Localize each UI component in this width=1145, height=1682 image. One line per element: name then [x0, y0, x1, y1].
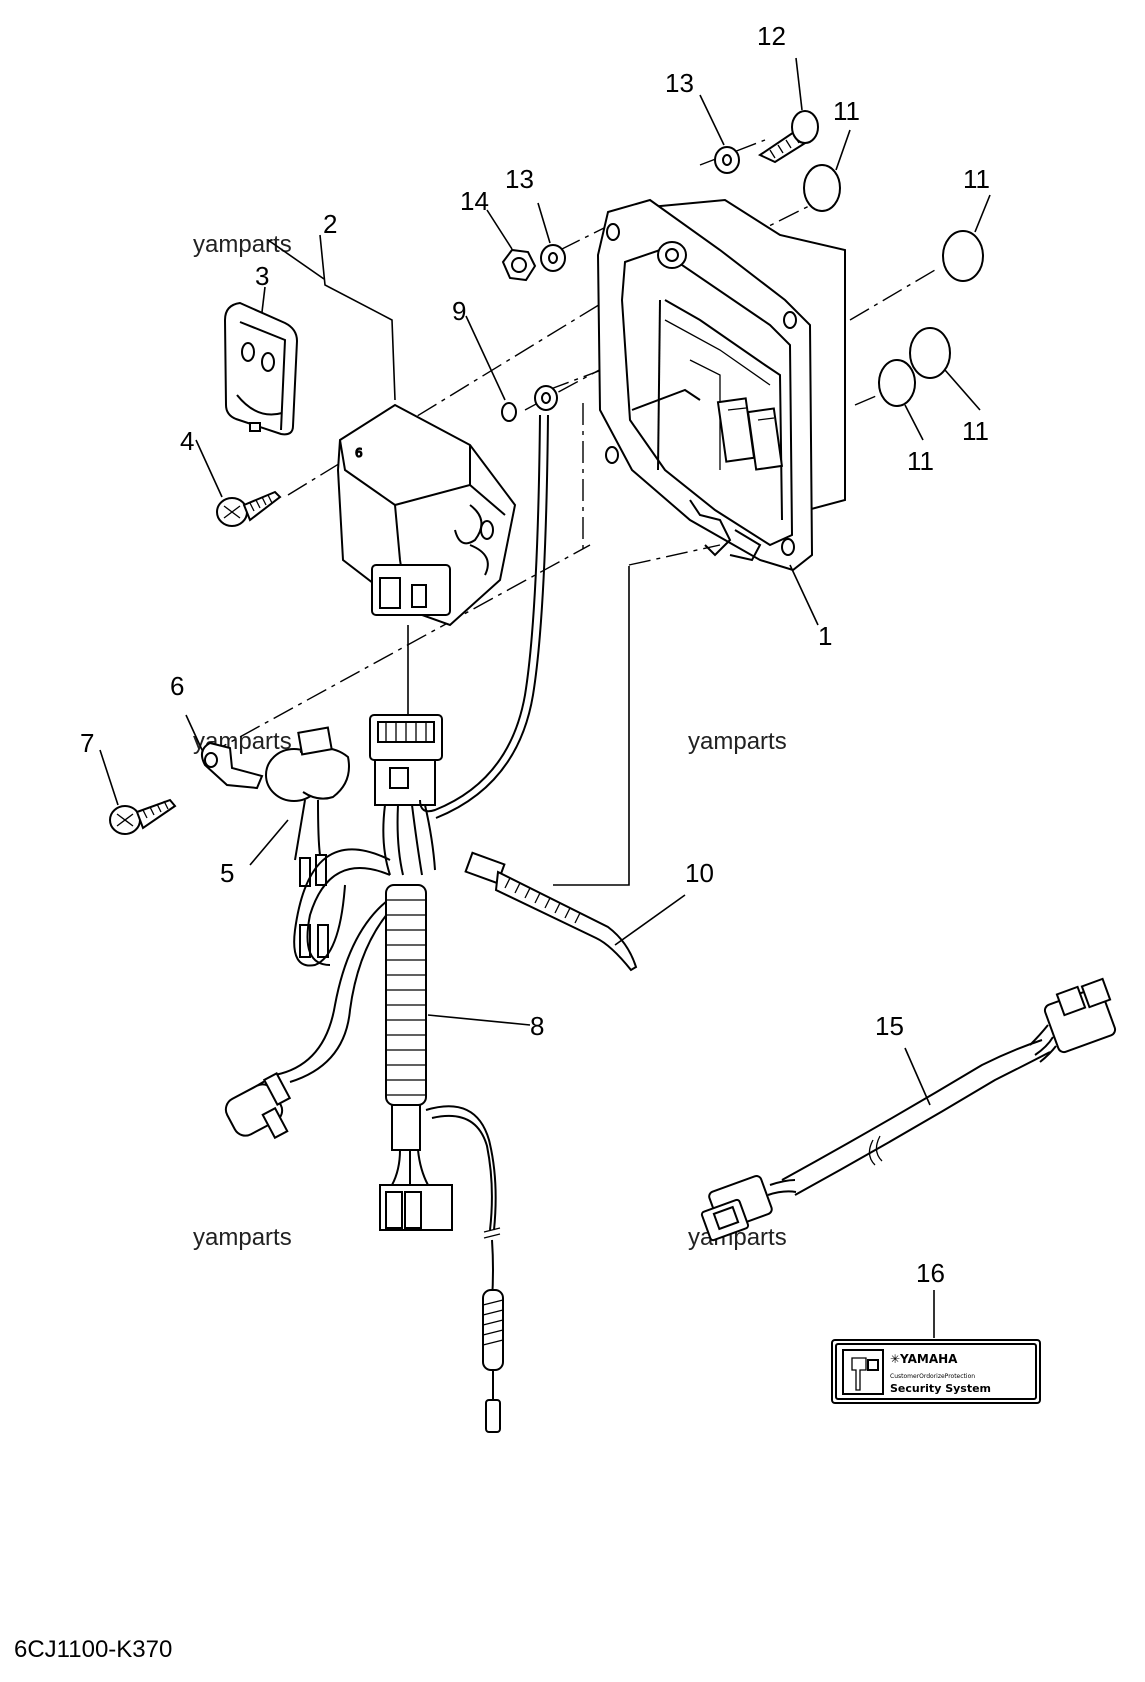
- callout-6: 6: [170, 671, 184, 701]
- watermark: yamparts: [193, 231, 292, 258]
- callout-15: 15: [875, 1011, 904, 1041]
- callout-2: 2: [323, 209, 337, 239]
- part-2-control-unit: 6: [267, 234, 517, 627]
- callout-10: 10: [685, 858, 714, 888]
- decal-small-text: CustomerOrdorizeProtection: [890, 1373, 975, 1380]
- callout-13: 13: [505, 164, 534, 194]
- part-5-sensor: [249, 726, 350, 958]
- part-3-remote: [223, 286, 299, 436]
- part-14-nut: [486, 209, 537, 282]
- callout-11: 11: [907, 446, 934, 476]
- callout-3: 3: [255, 261, 269, 291]
- part-6-clamp: [185, 714, 264, 790]
- callout-13: 13: [665, 68, 694, 98]
- callout-11: 11: [833, 96, 860, 126]
- part-16-decal: ✳YAMAHA CustomerOrdorizeProtection Secur…: [831, 1290, 1041, 1404]
- diagram-code: 6CJ1100-K370: [14, 1636, 172, 1663]
- decal-title: Security System: [890, 1382, 991, 1395]
- part-4-screw: [195, 439, 282, 527]
- callout-4: 4: [180, 426, 194, 456]
- watermark: yamparts: [193, 1224, 292, 1251]
- callout-11: 11: [962, 416, 989, 446]
- svg-text:6: 6: [355, 446, 363, 460]
- callout-16: 16: [916, 1258, 945, 1288]
- callout-1: 1: [818, 621, 832, 651]
- callout-labels: 1 2 3 4 5 6 7 8 9 10 11 11 11 11 12 13 1…: [80, 21, 990, 1288]
- callout-7: 7: [80, 728, 94, 758]
- callout-14: 14: [460, 186, 489, 216]
- callout-12: 12: [757, 21, 786, 51]
- callout-8: 8: [530, 1011, 544, 1041]
- part-9-terminal: [465, 315, 558, 422]
- part-11-plugs: [803, 129, 991, 441]
- part-12-screw: [757, 57, 819, 164]
- part-10-cable-tie: [464, 851, 686, 972]
- part-15-extension: [700, 977, 1117, 1242]
- part-7-screw: [99, 749, 177, 835]
- watermark: yamparts: [688, 728, 787, 755]
- callout-5: 5: [220, 858, 234, 888]
- callout-9: 9: [452, 296, 466, 326]
- part-8-harness: [224, 414, 549, 1433]
- part-13-washers: [537, 94, 740, 272]
- decal-brand: ✳YAMAHA: [890, 1352, 958, 1366]
- part-1-housing: [596, 198, 846, 626]
- callout-11: 11: [963, 164, 990, 194]
